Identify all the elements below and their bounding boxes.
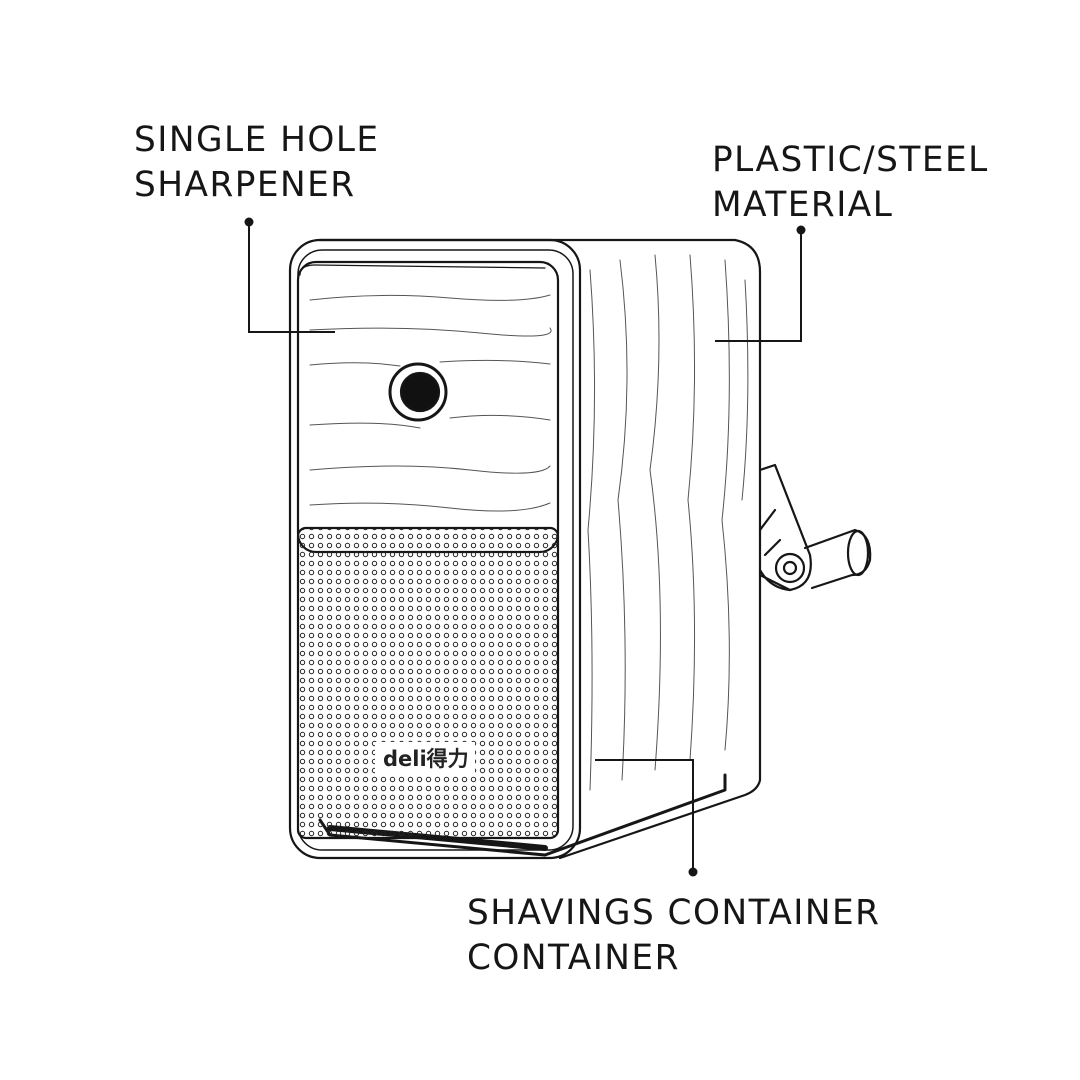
callout-line: CONTAINER bbox=[467, 938, 680, 978]
brand-logo: deli得力 bbox=[383, 747, 469, 771]
front-body bbox=[288, 238, 582, 860]
leader-lines bbox=[248, 222, 802, 872]
crank-handle bbox=[758, 463, 872, 592]
callout-line: SHARPENER bbox=[134, 165, 356, 205]
leader-single-hole bbox=[248, 222, 335, 333]
leader-dot bbox=[244, 217, 254, 227]
leader-shavings bbox=[595, 759, 694, 872]
pencil-hole bbox=[388, 362, 448, 422]
side-face bbox=[553, 238, 762, 860]
leader-dot bbox=[688, 867, 698, 877]
callout-material: PLASTIC/STEEL MATERIAL bbox=[712, 138, 989, 228]
callout-line: PLASTIC/STEEL bbox=[712, 140, 989, 180]
callout-line: SHAVINGS CONTAINER bbox=[467, 893, 881, 933]
callout-shavings: SHAVINGS CONTAINER CONTAINER bbox=[467, 891, 880, 981]
callout-line: MATERIAL bbox=[712, 185, 894, 225]
shavings-grille bbox=[296, 526, 560, 840]
leader-material bbox=[715, 230, 802, 342]
callout-line: SINGLE HOLE bbox=[134, 120, 380, 160]
callout-single-hole: SINGLE HOLE SHARPENER bbox=[134, 118, 380, 208]
leader-dot bbox=[796, 225, 806, 235]
